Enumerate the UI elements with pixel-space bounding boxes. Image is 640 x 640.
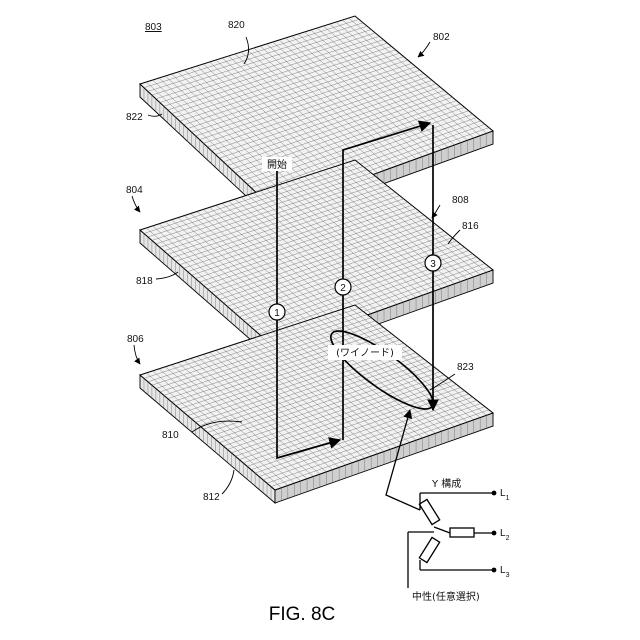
path-number-2: 2 [335,279,351,295]
leader-812 [222,470,234,494]
ref-808: 808 [452,195,469,206]
ref-802: 802 [433,32,450,43]
line-l3-sub: 3 [506,572,510,579]
path-number-3: 3 [425,255,441,271]
figure-caption: FIG. 8C [269,604,336,625]
wye-line-mid-a [434,527,450,533]
line-l1-sub: 1 [506,495,510,502]
start-label: 開始 [267,158,287,171]
resistor-2 [450,528,474,537]
ref-816: 816 [462,221,479,232]
terminal-l2 [492,531,497,536]
leader-802 [418,42,430,57]
leader-804 [132,196,140,212]
plate-806 [140,305,493,503]
ref-822: 822 [126,112,143,123]
terminal-l3 [492,568,497,573]
ref-803: 803 [145,22,162,33]
resistor-3 [419,537,439,562]
wye-node-label: (ワイノード) [336,348,394,359]
path-number-1: 1 [269,304,285,320]
y-config-label: Y 構成 [431,477,461,490]
line-l3-label: L3 [500,565,510,579]
ref-810: 810 [162,430,179,441]
neutral-label: 中性(任意選択) [412,590,480,603]
leader-806 [134,345,140,364]
ref-818: 818 [136,276,153,287]
line-l2-sub: 2 [506,535,510,542]
ref-806: 806 [127,334,144,345]
ref-820: 820 [228,20,245,31]
ref-804: 804 [126,185,143,196]
ref-812: 812 [203,492,220,503]
line-l1-label: L1 [500,488,510,502]
ref-823: 823 [457,362,474,373]
line-l2-label: L2 [500,528,510,542]
path-number-3-text: 3 [430,259,436,270]
resistor-1 [419,499,439,524]
path-number-1-text: 1 [274,308,280,319]
terminal-l1 [492,491,497,496]
path-number-2-text: 2 [340,283,346,294]
